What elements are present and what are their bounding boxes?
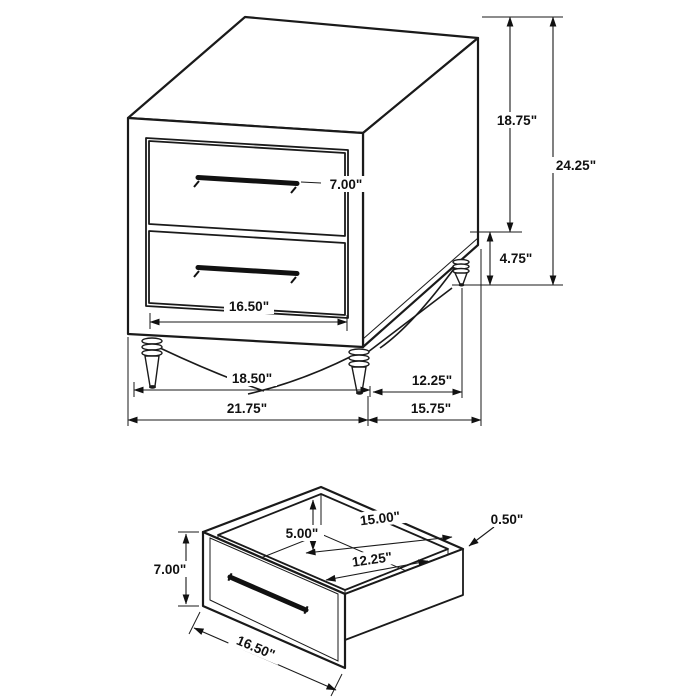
- overall-height-label: 24.25": [556, 158, 596, 173]
- bottom-drawer-handle: [193, 265, 300, 284]
- dim-leg-span-width: 18.50": [133, 370, 371, 397]
- interior-height-label: 5.00": [286, 526, 319, 541]
- dim-front-height: 7.00": [147, 531, 199, 607]
- front-height-label: 7.00": [154, 562, 187, 577]
- interior-width-label: 15.00": [359, 509, 401, 529]
- dim-interior-width: 15.00": [305, 506, 453, 556]
- front-right-leg: [348, 348, 370, 395]
- drawer-front-width-label: 16.50": [229, 299, 269, 314]
- upper-height-label: 18.75": [497, 113, 537, 128]
- overall-width-label: 21.75": [227, 401, 267, 416]
- back-right-leg: [452, 258, 470, 287]
- dim-upper-height: 18.75": [470, 16, 563, 233]
- dim-overall-width: 21.75": [127, 337, 369, 426]
- drawer-view: 7.00" 5.00" 15.00" 0.50" 12: [147, 485, 529, 697]
- dim-interior-depth: 12.25": [325, 547, 429, 582]
- dim-leg-height: 4.75": [486, 231, 539, 286]
- leg-span-width-label: 18.50": [232, 371, 272, 386]
- nightstand-view: 7.00" 18.75" 24.25" 4.75" 16.50": [126, 15, 601, 426]
- interior-depth-label: 12.25": [351, 549, 393, 569]
- front-left-leg: [141, 337, 163, 389]
- leg-span-depth-label: 12.25": [412, 373, 452, 388]
- leg-height-label: 4.75": [500, 251, 533, 266]
- dim-leg-span-depth: 12.25": [372, 288, 463, 398]
- handle-length-label: 7.00": [330, 177, 363, 192]
- dim-handle-length: 7.00": [300, 176, 369, 192]
- dim-drawer-front-width: 16.50": [149, 298, 348, 331]
- drawer-handle: [227, 572, 309, 615]
- dim-overall-depth: 15.75": [367, 249, 482, 426]
- wall-thickness-label: 0.50": [491, 512, 524, 527]
- dim-wall-thickness: 0.50": [468, 511, 529, 547]
- overall-depth-label: 15.75": [411, 401, 451, 416]
- dim-overall-height: 24.25": [452, 16, 601, 286]
- front-width-label: 16.50": [234, 633, 277, 663]
- top-drawer-handle: [193, 175, 300, 194]
